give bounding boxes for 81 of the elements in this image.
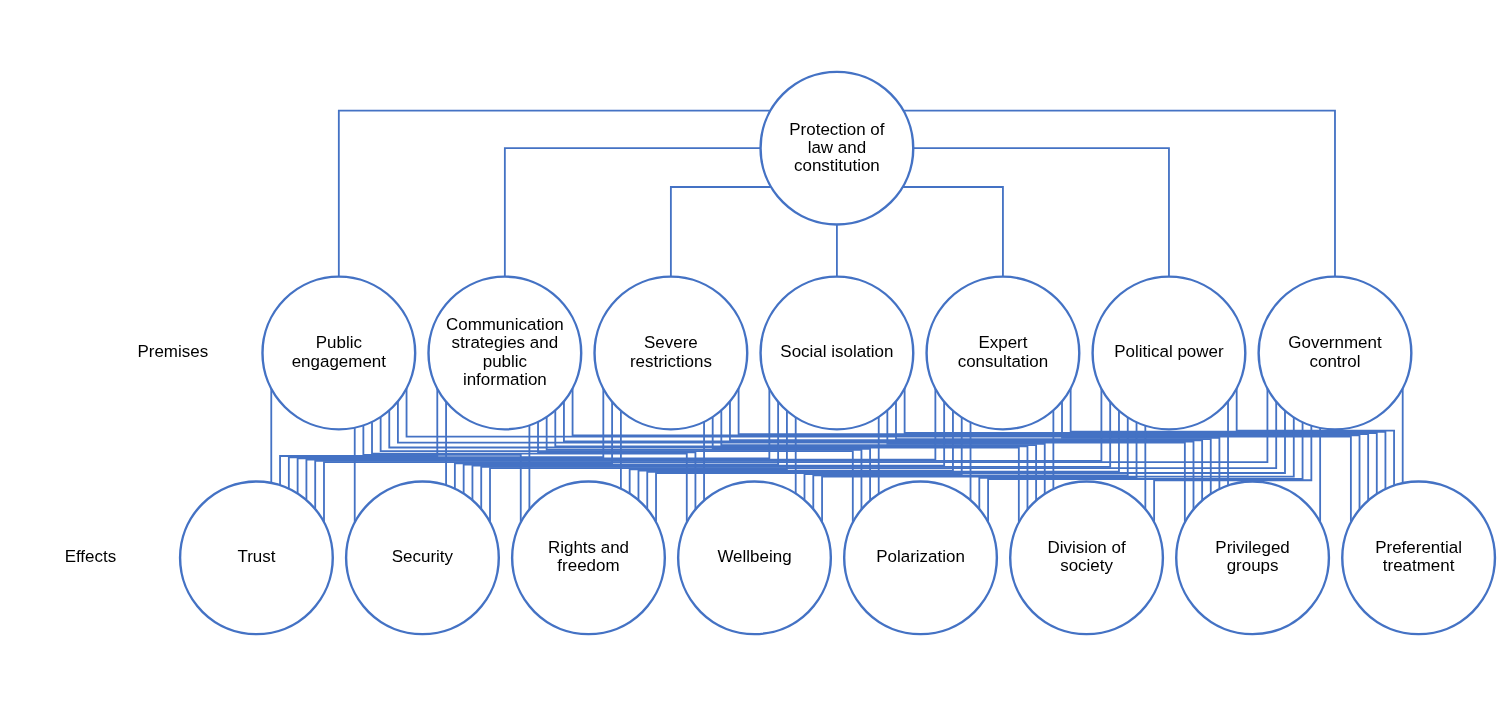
- connector: [628, 409, 788, 495]
- connector: [794, 416, 797, 495]
- connector: [379, 416, 854, 524]
- connector: [553, 409, 1028, 511]
- connector: [702, 420, 705, 502]
- node-circle: Preferential treatment: [1340, 480, 1496, 636]
- node-circle: Wellbeing: [676, 480, 832, 636]
- connector: [462, 401, 779, 495]
- connector: [1318, 427, 1321, 523]
- connector: [269, 387, 272, 484]
- connector: [296, 387, 770, 495]
- node-circle: Polarization: [842, 480, 998, 636]
- connector: [619, 410, 622, 490]
- connector: [361, 424, 522, 524]
- connector: [669, 186, 772, 278]
- connector: [1143, 424, 1146, 510]
- connector: [811, 416, 1129, 510]
- connector: [322, 387, 1268, 524]
- connector: [396, 400, 1186, 524]
- connector: [571, 387, 1360, 511]
- connector: [737, 387, 1369, 502]
- connector: [894, 400, 1212, 495]
- node-circle: Rights and freedom: [510, 480, 666, 636]
- node-circle: Social isolation: [758, 275, 914, 431]
- node-circle: Trust: [178, 480, 334, 636]
- connector: [803, 416, 963, 501]
- connector: [387, 409, 1020, 524]
- connector: [503, 147, 761, 278]
- connector: [637, 409, 954, 501]
- connector: [877, 416, 880, 495]
- connector: [1060, 400, 1220, 490]
- connector: [370, 421, 688, 524]
- node-circle: Protection of law and constitution: [758, 70, 914, 226]
- connector: [711, 416, 871, 502]
- connector: [1235, 387, 1395, 487]
- connector: [728, 400, 1203, 502]
- connector: [1152, 425, 1312, 524]
- connector: [654, 409, 1286, 523]
- connector: [903, 387, 1378, 495]
- connector: [278, 388, 438, 486]
- connector: [287, 387, 604, 490]
- connector: [488, 400, 1277, 523]
- node-circle: Government control: [1256, 275, 1413, 431]
- connector: [912, 147, 1170, 278]
- connector: [479, 401, 1111, 510]
- connector: [536, 421, 696, 511]
- node-circle: Division of society: [1008, 480, 1164, 636]
- label: Premises: [136, 342, 208, 362]
- node-circle: Severe restrictions: [592, 275, 748, 431]
- connector: [901, 186, 1004, 278]
- connector: [313, 388, 1102, 510]
- connector: [1051, 409, 1054, 490]
- connector: [835, 224, 838, 278]
- connector: [562, 400, 1194, 511]
- node-circle: Expert consultation: [924, 275, 1080, 431]
- connector: [353, 427, 356, 524]
- node-circle: Privileged groups: [1174, 480, 1330, 636]
- connector: [986, 421, 1303, 523]
- connector: [444, 401, 447, 487]
- connector: [337, 109, 771, 278]
- connector: [528, 424, 530, 511]
- connector: [969, 421, 971, 501]
- connector: [305, 388, 936, 501]
- node-circle: Communication strategies and public information: [426, 275, 582, 431]
- connector: [453, 401, 613, 490]
- node-circle: Security: [344, 480, 500, 636]
- connector: [1226, 400, 1229, 487]
- connector: [405, 387, 1352, 524]
- node-circle: Political power: [1090, 275, 1246, 431]
- connector: [719, 409, 1037, 502]
- node-circle: Public engagement: [260, 275, 416, 431]
- connector: [645, 410, 1120, 510]
- label: Effects: [64, 547, 116, 567]
- connector: [885, 409, 1046, 495]
- connector: [902, 109, 1336, 278]
- connector: [471, 400, 945, 501]
- connector: [1069, 387, 1386, 490]
- connector: [1401, 387, 1404, 485]
- connector: [820, 416, 1295, 523]
- connector: [977, 421, 1137, 510]
- connector: [545, 416, 862, 511]
